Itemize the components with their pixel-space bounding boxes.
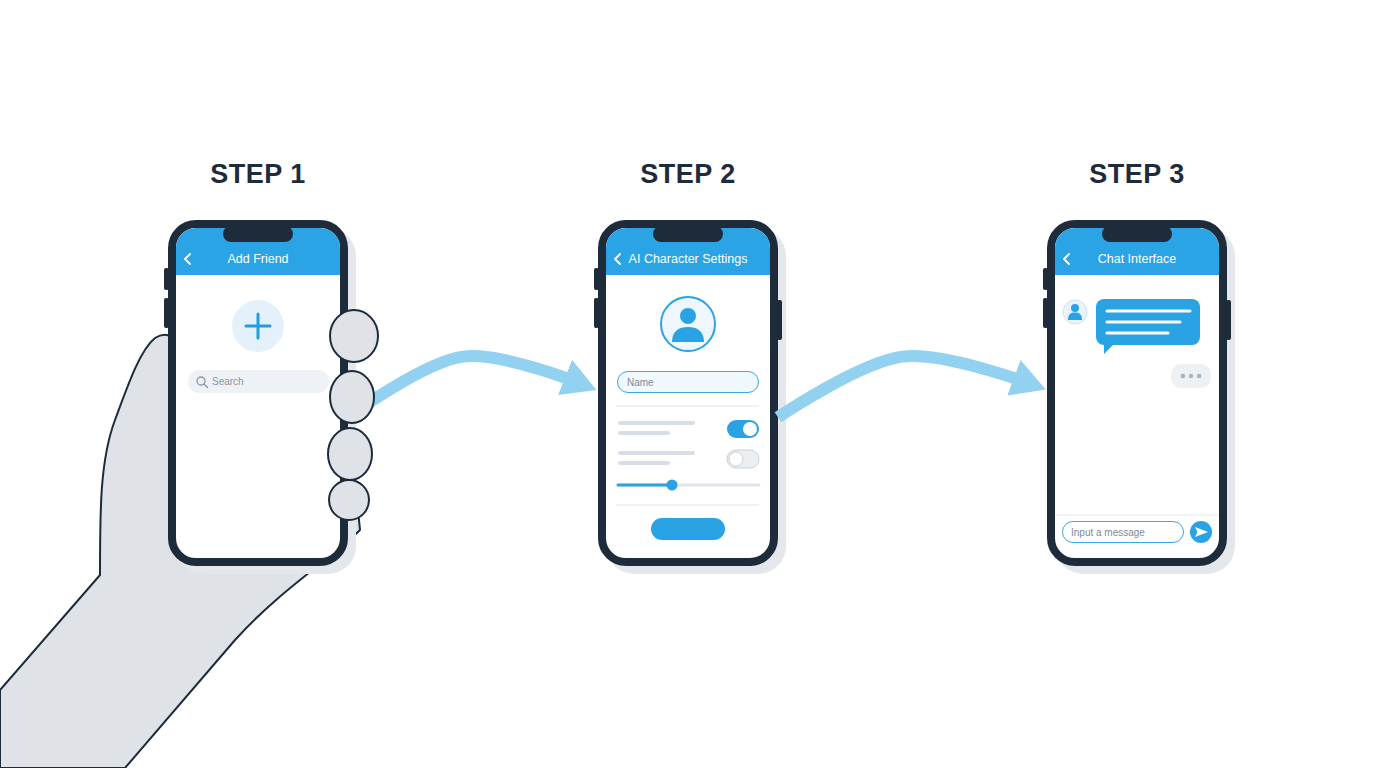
message-bubble xyxy=(1096,299,1200,345)
search-icon xyxy=(204,384,208,388)
field-text: Input a message xyxy=(1071,527,1145,538)
avatar-head xyxy=(1071,304,1079,312)
phone-notch xyxy=(223,226,293,242)
back-chevron xyxy=(1064,254,1069,264)
toggle-off xyxy=(727,450,759,468)
field-text: Name xyxy=(627,377,654,388)
divider-line xyxy=(616,405,759,406)
phone-notch xyxy=(1102,226,1172,242)
hand-finger xyxy=(330,371,374,423)
step-heading: STEP 1 xyxy=(168,158,348,190)
slider-track xyxy=(618,484,759,487)
phone-screen: NameSTEP 2AI Character Settings xyxy=(598,220,778,566)
step-heading: STEP 3 xyxy=(1047,158,1227,190)
avatar-body xyxy=(1068,313,1082,321)
save-button xyxy=(651,518,725,540)
bubble-tail xyxy=(1104,343,1115,354)
add-button xyxy=(232,300,284,352)
send-icon xyxy=(1195,527,1208,537)
field-text: Search xyxy=(212,376,244,387)
side-button xyxy=(164,268,169,290)
message-input: Input a message xyxy=(1062,521,1184,543)
hand-finger xyxy=(329,480,369,520)
typing-dot xyxy=(1189,374,1194,379)
avatar-circle xyxy=(1063,300,1087,324)
flow-arrow xyxy=(778,356,1027,417)
avatar-body xyxy=(672,327,704,342)
screen-header: AI Character Settings xyxy=(606,228,770,275)
side-button xyxy=(1043,298,1048,328)
typing-dot xyxy=(1181,374,1186,379)
name-field: Name xyxy=(617,371,759,393)
hand-finger xyxy=(330,310,378,362)
slider-knob xyxy=(667,480,678,491)
side-button xyxy=(164,298,169,328)
plus-icon xyxy=(246,314,270,338)
step-heading: STEP 2 xyxy=(598,158,778,190)
toggle-knob xyxy=(743,422,757,436)
back-chevron xyxy=(185,254,190,264)
placeholder-bar xyxy=(618,431,670,435)
message-lines xyxy=(1107,311,1190,333)
phone-screen: SearchSTEP 1Add Friend xyxy=(168,220,348,566)
side-button xyxy=(1043,268,1048,290)
toggle-knob xyxy=(729,452,743,466)
phone-screen: Input a messageSTEP 3Chat Interface xyxy=(1047,220,1227,566)
side-button xyxy=(594,298,599,328)
side-button xyxy=(594,268,599,290)
divider-line xyxy=(1055,514,1219,515)
phone-notch xyxy=(653,226,723,242)
typing-dot xyxy=(1197,374,1202,379)
screen-header: Add Friend xyxy=(176,228,340,275)
placeholder-bar xyxy=(618,461,670,465)
hand-finger xyxy=(328,428,372,480)
placeholder-bar xyxy=(618,421,695,425)
side-button xyxy=(1226,300,1231,340)
typing-bubble xyxy=(1171,364,1211,388)
divider-line xyxy=(616,504,759,505)
slider-fill xyxy=(618,484,672,487)
screen-header: Chat Interface xyxy=(1055,228,1219,275)
toggle-on xyxy=(727,420,759,438)
send-button xyxy=(1190,521,1212,543)
search-icon xyxy=(197,377,205,385)
avatar-circle xyxy=(661,297,715,351)
flow-arrow xyxy=(348,356,578,417)
search-field: Search xyxy=(188,370,329,393)
side-button xyxy=(777,300,782,340)
placeholder-bar xyxy=(618,451,695,455)
avatar-head xyxy=(680,308,696,324)
back-chevron xyxy=(615,254,620,264)
